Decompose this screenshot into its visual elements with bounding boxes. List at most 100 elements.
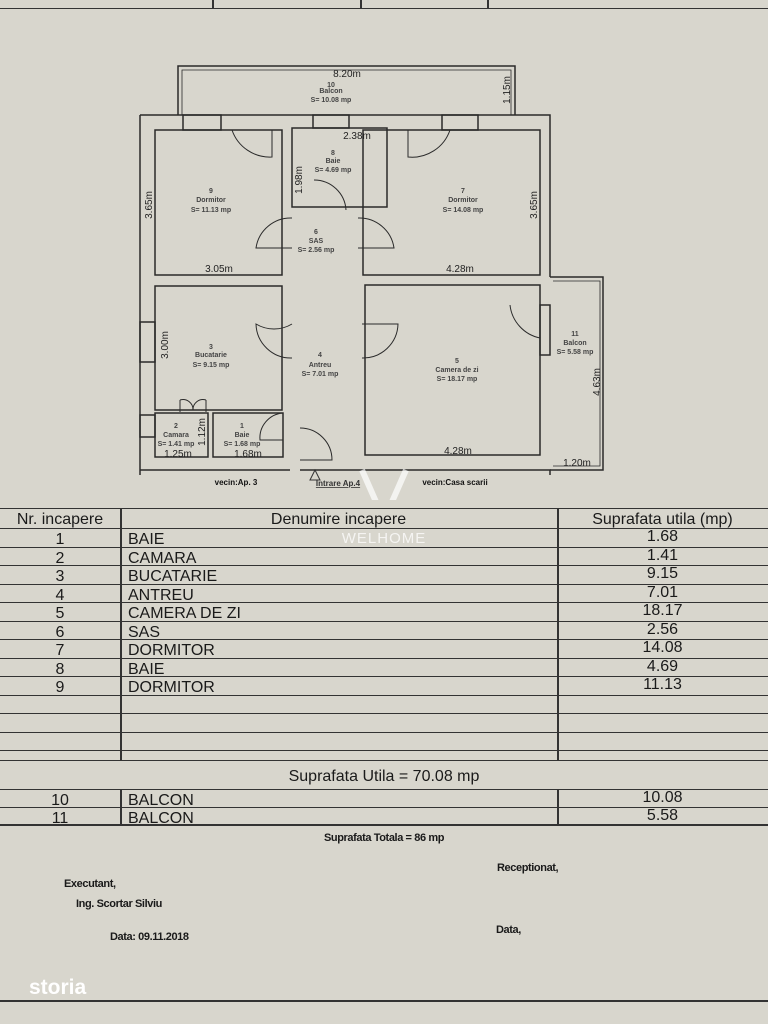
- room-area: 11.13: [643, 676, 682, 693]
- room-nr: 6: [55, 623, 65, 641]
- room-nr: 9: [55, 679, 65, 696]
- room-name: Baie: [326, 158, 341, 165]
- room-name: Bucatarie: [195, 352, 227, 359]
- room-camera-de-zi: [364, 284, 541, 456]
- room-number: 3: [209, 344, 213, 351]
- useful-total: Suprafata Utila = 70.08 mp: [288, 768, 480, 785]
- table-row: 8 BAIE 4.69: [0, 657, 768, 678]
- room-baie-small: [212, 412, 284, 458]
- room-nr: 8: [55, 660, 65, 678]
- dim-label: 4.63m: [592, 368, 603, 396]
- room-name: BAIE: [128, 531, 165, 548]
- header-nr: Nr. incapere: [16, 511, 104, 528]
- room-area: S= 9.15 mp: [193, 362, 230, 369]
- room-area: S= 1.68 mp: [224, 441, 261, 448]
- room-name: BALCON: [128, 792, 194, 809]
- dim-label: 3.65m: [144, 191, 155, 219]
- room-number: 7: [461, 188, 465, 195]
- room-area: S= 11.13 mp: [191, 207, 231, 214]
- room-name: DORMITOR: [128, 642, 215, 659]
- room-nr: 4: [55, 586, 65, 604]
- storia-logo: storia: [29, 976, 87, 999]
- room-nr: 7: [55, 642, 65, 659]
- room-number: 4: [318, 352, 322, 359]
- room-name: Dormitor: [448, 197, 478, 204]
- dim-label: 4.28m: [446, 264, 474, 275]
- room-area: 5.58: [646, 807, 679, 824]
- room-name: Camera de zi: [435, 367, 478, 374]
- table-row: 11 BALCON 5.58: [0, 807, 768, 827]
- useful-total-row: Suprafata Utila = 70.08 mp: [0, 760, 768, 790]
- room-number: 9: [209, 188, 213, 195]
- room-name: Antreu: [309, 362, 332, 369]
- room-baie-top: [291, 127, 388, 208]
- room-name: ANTREU: [128, 586, 194, 604]
- room-number: 2: [174, 423, 178, 430]
- room-area: 4.69: [646, 657, 679, 675]
- room-table: Nr. incapere Denumire incapere Suprafata…: [0, 508, 768, 838]
- room-number: 1: [240, 423, 244, 430]
- room-nr: 3: [55, 568, 65, 585]
- dim-label: 1.20m: [563, 458, 591, 469]
- welhome-logo-icon: [359, 468, 409, 500]
- room-area: S= 14.08 mp: [443, 207, 484, 214]
- entrance-label: Intrare Ap.4: [316, 479, 361, 488]
- empty-table-row: [0, 694, 768, 714]
- executant-label: Executant,: [64, 878, 116, 890]
- room-area: 1.41: [646, 546, 679, 564]
- top-table-strip: [0, 0, 768, 9]
- room-nr: 11: [51, 810, 69, 827]
- dim-label: 1.68m: [234, 449, 262, 460]
- room-name: CAMARA: [128, 549, 197, 567]
- dim-label: 3.05m: [205, 264, 233, 275]
- table-row: 4 ANTREU 7.01: [0, 583, 768, 604]
- room-area: S= 2.56 mp: [298, 247, 335, 254]
- room-number: 5: [455, 358, 459, 365]
- room-area: 10.08: [642, 789, 683, 806]
- dim-label: 2.38m: [343, 131, 371, 142]
- receptionat-date: Data,: [496, 924, 521, 936]
- room-area: 9.15: [646, 565, 679, 582]
- welhome-watermark: WELHOME: [341, 530, 427, 547]
- dim-label: 3.65m: [529, 191, 540, 219]
- room-name: BALCON: [128, 810, 194, 827]
- balcony-top-wall: [177, 65, 516, 115]
- floor-plan: 8.20m 10 Balcon S= 10.08 mp 1.15m 9 Dorm…: [139, 65, 604, 500]
- empty-table-row: [0, 731, 768, 751]
- room-area: S= 1.41 mp: [158, 441, 195, 448]
- room-area: S= 4.69 mp: [315, 167, 352, 174]
- room-area: S= 18.17 mp: [437, 376, 478, 383]
- room-name: Dormitor: [196, 197, 226, 204]
- neighbor-left-label: vecin:Ap. 3: [215, 478, 258, 487]
- executant-date: Data: 09.11.2018: [110, 931, 189, 943]
- room-name: BAIE: [128, 660, 165, 678]
- room-bucatarie: [154, 285, 283, 411]
- table-header: Nr. incapere Denumire incapere Suprafata…: [0, 508, 768, 529]
- room-camara: [154, 412, 209, 458]
- room-area: 18.17: [642, 602, 683, 619]
- room-area: S= 10.08 mp: [311, 97, 352, 104]
- bottom-border: [0, 1000, 768, 1002]
- dim-label: 1.15m: [502, 76, 513, 104]
- room-dormitor-right: [362, 129, 541, 276]
- table-row: 7 DORMITOR 14.08: [0, 639, 768, 659]
- room-number: 6: [314, 229, 318, 236]
- room-area: 14.08: [642, 639, 683, 656]
- empty-table-row: [0, 750, 768, 769]
- room-number: 8: [331, 150, 335, 157]
- room-name: CAMERA DE ZI: [128, 605, 241, 622]
- room-name: SAS: [128, 623, 161, 641]
- receptionat-label: Receptionat,: [497, 862, 559, 874]
- room-area: 7.01: [646, 583, 679, 601]
- entrance-arrow-icon: [309, 468, 321, 481]
- empty-table-row: [0, 713, 768, 732]
- room-name: Balcon: [319, 88, 342, 95]
- balcony-right-wall: [550, 276, 604, 471]
- room-dormitor-left: [154, 129, 283, 276]
- dim-label: 1.25m: [164, 449, 192, 460]
